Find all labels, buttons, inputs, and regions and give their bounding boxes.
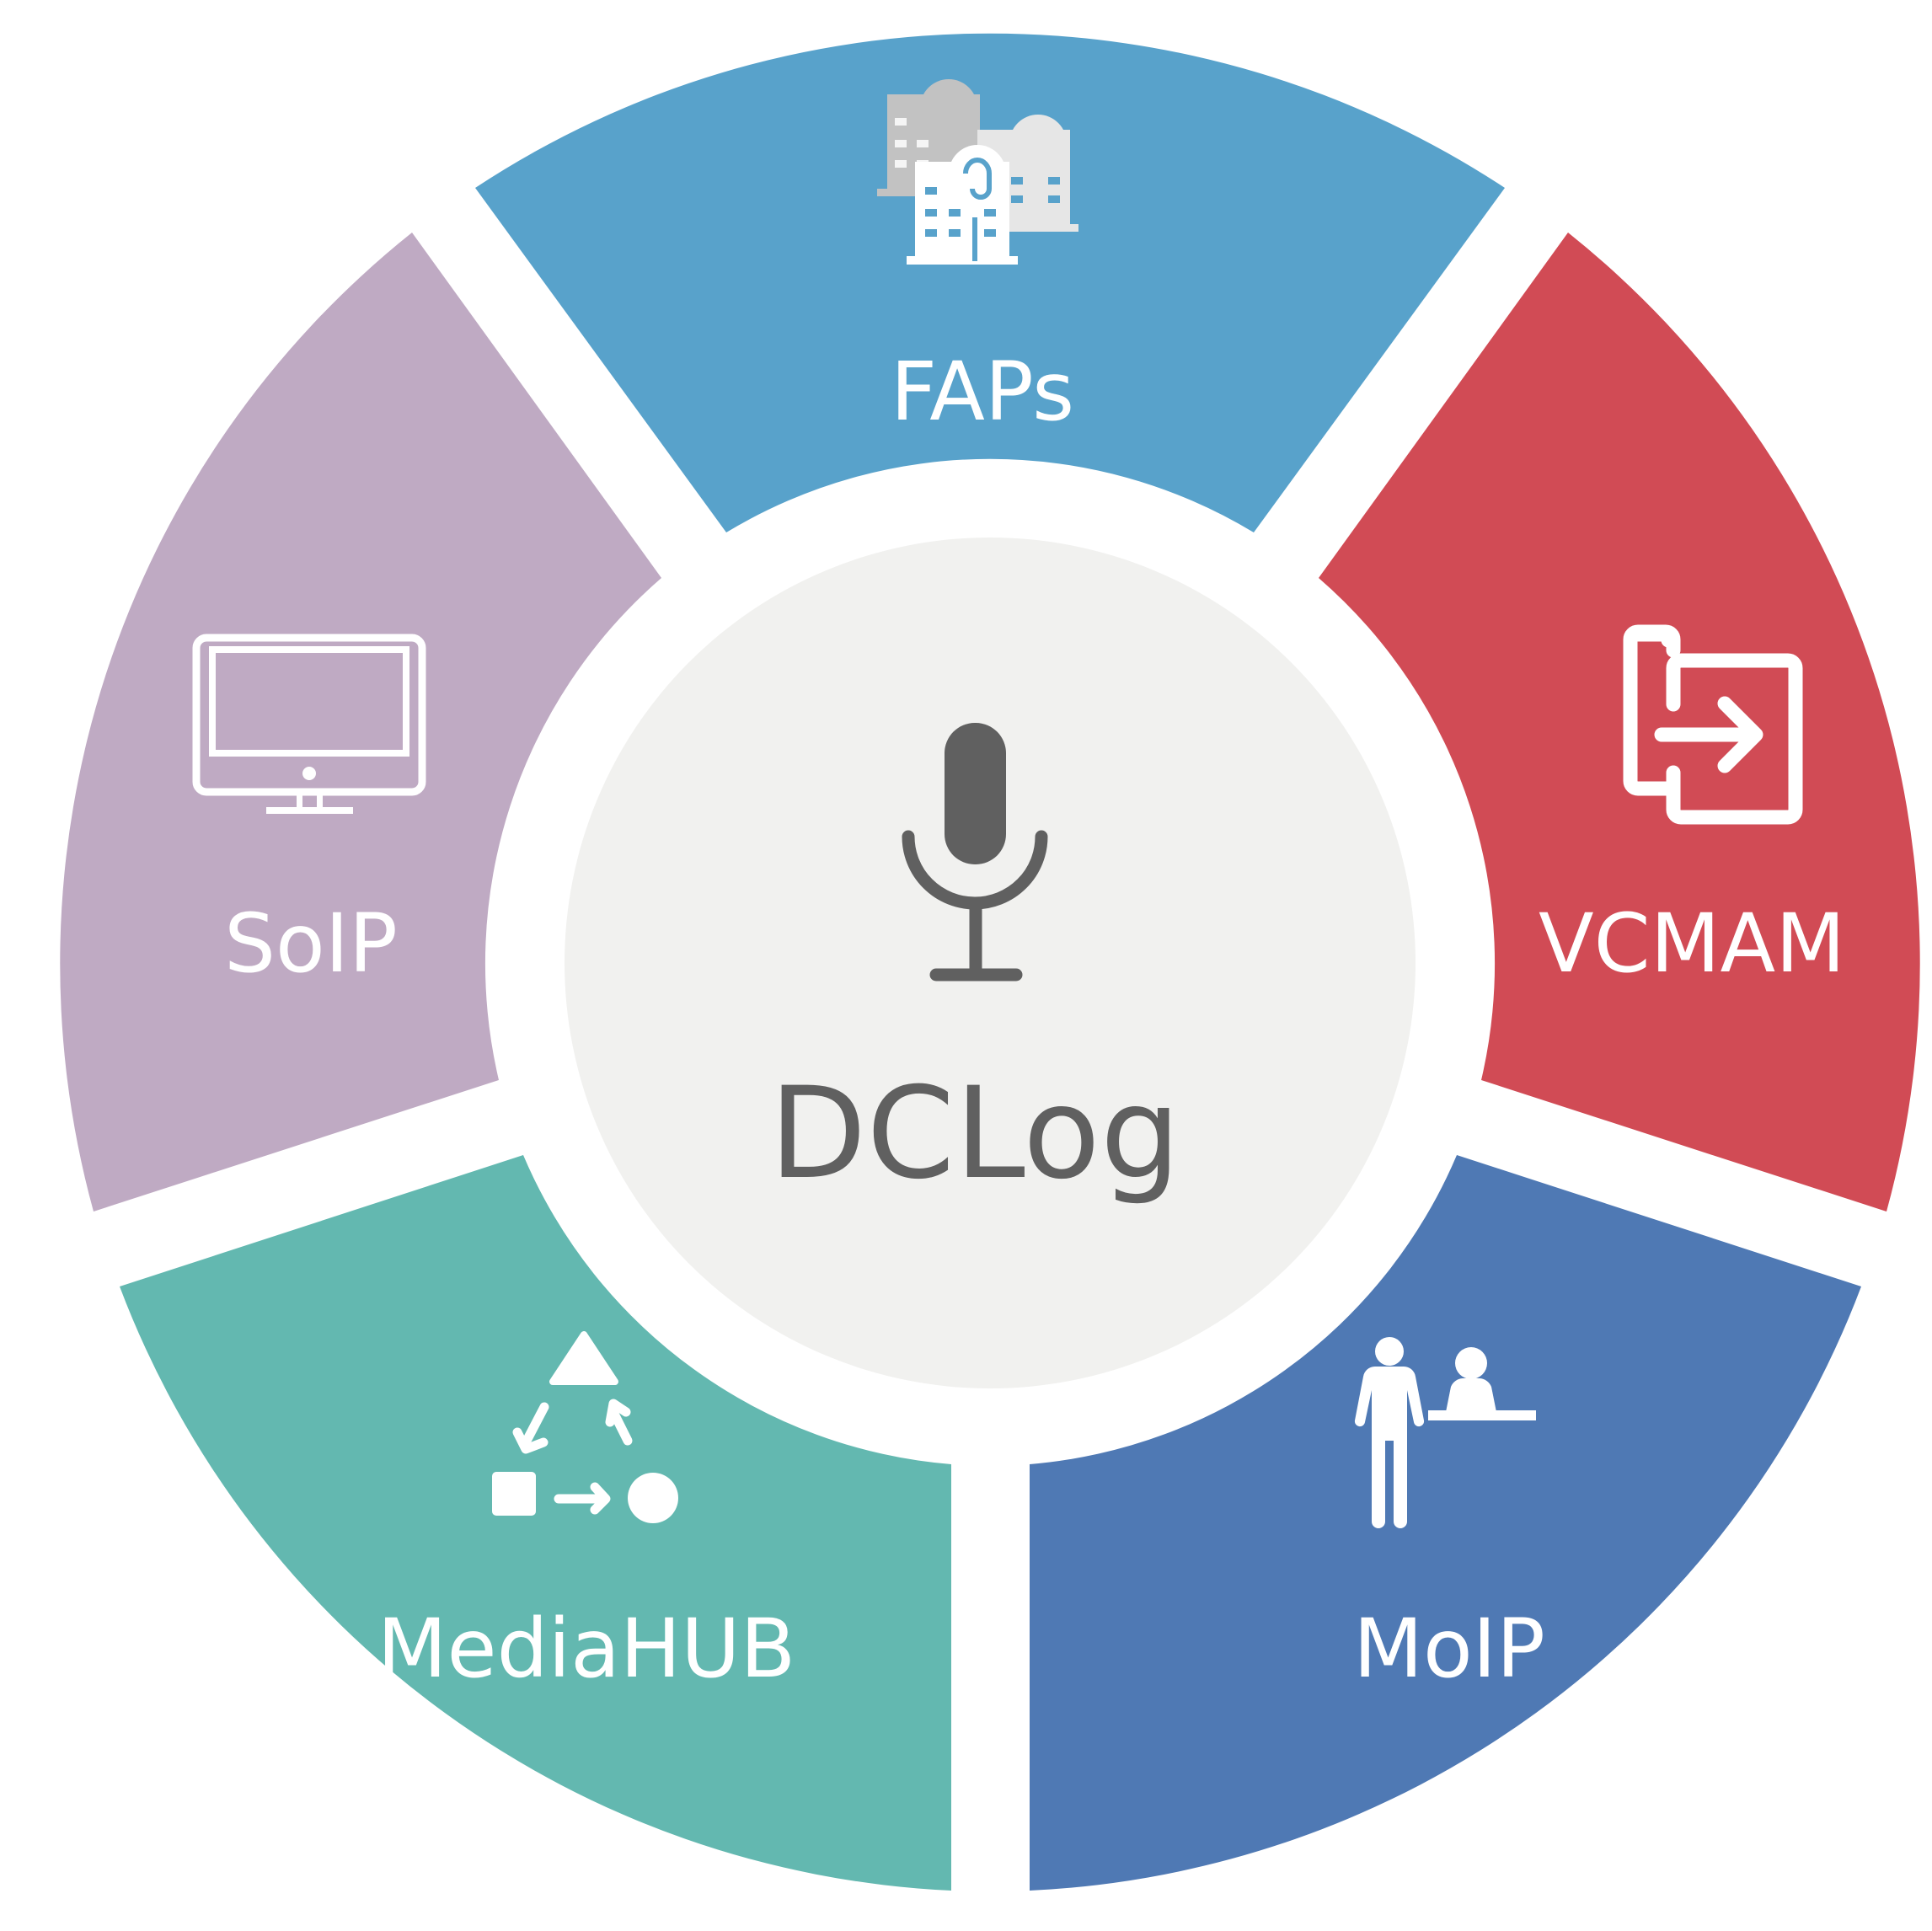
center-label: DCLog bbox=[769, 1061, 1180, 1207]
segment-soip[interactable]: SoIP bbox=[60, 233, 661, 1212]
segment-moip[interactable]: MoIP bbox=[1030, 1155, 1861, 1891]
segment-vcmam-label: VCMAM bbox=[1539, 896, 1845, 991]
segment-vcmam[interactable]: VCMAM bbox=[1319, 233, 1920, 1212]
center-hub[interactable]: DCLog bbox=[565, 538, 1416, 1388]
segment-vcmam-shape bbox=[1319, 233, 1920, 1212]
segment-faps-shape bbox=[475, 33, 1505, 532]
segment-soip-shape bbox=[60, 233, 661, 1212]
segment-faps-label: FAPs bbox=[891, 345, 1074, 439]
segment-soip-label: SoIP bbox=[224, 896, 398, 991]
window-transfer-icon bbox=[1623, 624, 1803, 825]
segment-mediahub-label: MediaHUB bbox=[377, 1602, 796, 1696]
segment-mediahub[interactable]: MediaHUB bbox=[120, 1155, 951, 1891]
segment-mediahub-shape bbox=[120, 1155, 951, 1891]
person-at-desk-icon bbox=[1354, 1337, 1536, 1528]
segment-faps[interactable]: FAPs bbox=[475, 33, 1505, 532]
segment-moip-shape bbox=[1030, 1155, 1861, 1891]
center-circle bbox=[565, 538, 1416, 1388]
segment-moip-label: MoIP bbox=[1353, 1602, 1545, 1696]
monitor-icon bbox=[192, 634, 426, 814]
process-cycle-icon bbox=[492, 1331, 678, 1523]
microphone-icon bbox=[902, 723, 1048, 982]
call-center-buildings-icon bbox=[877, 79, 1078, 265]
